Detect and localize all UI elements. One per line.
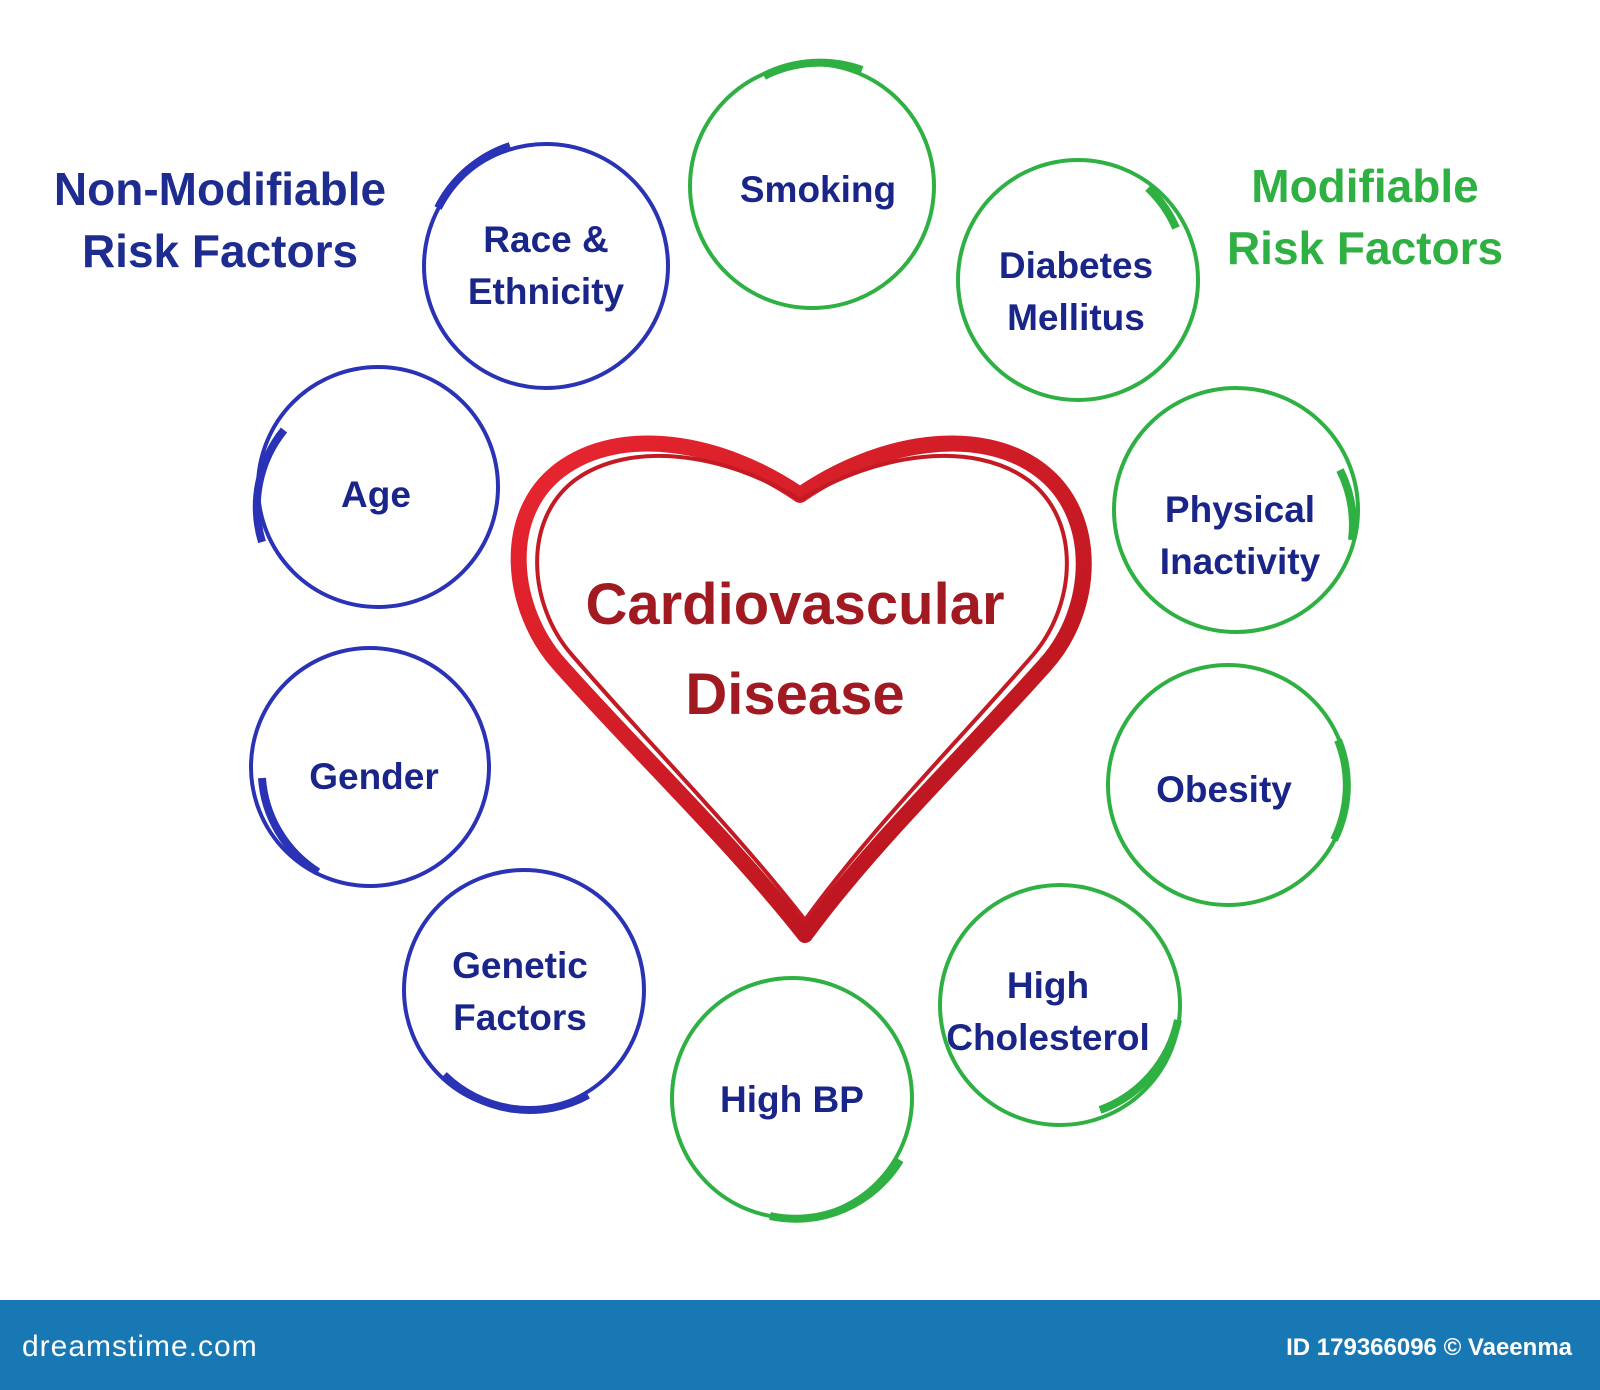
factor-high-cholesterol: High Cholesterol	[946, 965, 1150, 1058]
factor-race-ethnicity: Race & Ethnicity	[467, 219, 625, 312]
factor-smoking: Smoking	[739, 169, 897, 210]
stock-footer-bar: dreamstime.com ID 179366096 © Vaeenma	[0, 1300, 1600, 1390]
factor-age: Age	[341, 474, 411, 515]
factor-gender: Gender	[309, 756, 439, 797]
circle-high-cholesterol	[938, 883, 1182, 1127]
modifiable-title: Modifiable Risk Factors	[1226, 160, 1504, 274]
circle-diabetes	[956, 158, 1200, 402]
footer-logo[interactable]: dreamstime.com	[22, 1330, 258, 1363]
footer-image-id: ID 179366096 © Vaeenma	[1286, 1334, 1572, 1361]
mod-circles	[670, 58, 1360, 1223]
factor-physical-inactivity: Physical Inactivity	[1159, 489, 1321, 582]
circle-physical-inactivity	[1112, 386, 1360, 634]
center-label: Cardiovascular Disease	[585, 572, 1005, 727]
risk-factor-diagram: Non-Modifiable Risk Factors Modifiable R…	[53, 58, 1504, 1223]
nonmodifiable-title: Non-Modifiable Risk Factors	[53, 163, 387, 277]
heart-outline	[510, 435, 1092, 943]
factor-diabetes-mellitus: Diabetes Mellitus	[998, 245, 1154, 338]
circle-gender	[249, 646, 491, 888]
factor-high-bp: High BP	[720, 1079, 864, 1120]
factor-obesity: Obesity	[1156, 769, 1292, 810]
nonmod-circles	[249, 142, 670, 1114]
heart-inner-stroke	[535, 454, 1069, 924]
diagram-graphics	[249, 58, 1360, 1223]
circle-race-ethnicity	[422, 142, 670, 390]
factor-genetic-factors: Genetic Factors	[452, 945, 588, 1038]
